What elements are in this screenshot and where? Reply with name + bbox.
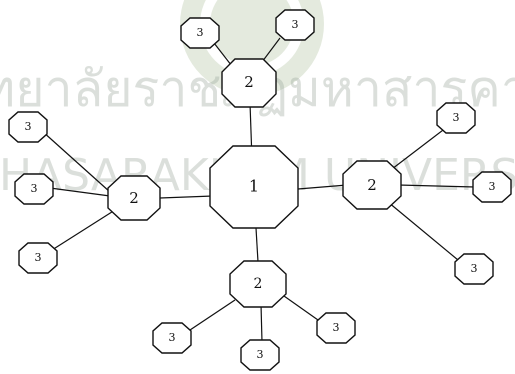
node-level3-bottom-c: 3 bbox=[316, 312, 356, 344]
edge-right-leafb bbox=[397, 184, 476, 188]
node-level3-top-a-label: 3 bbox=[197, 26, 204, 39]
node-level3-right-b-label: 3 bbox=[489, 180, 496, 193]
edge-right-leafa bbox=[391, 126, 448, 170]
node-level3-top-a: 3 bbox=[180, 17, 220, 49]
node-level3-bottom-a: 3 bbox=[152, 322, 192, 354]
node-level3-right-a: 3 bbox=[436, 102, 476, 134]
node-level1-label: 1 bbox=[249, 177, 259, 196]
node-level3-bottom-a-label: 3 bbox=[169, 331, 176, 344]
node-level3-left-a: 3 bbox=[8, 111, 48, 143]
nodes: 1 2 2 2 2 3 3 3 bbox=[8, 9, 512, 371]
node-level3-bottom-b: 3 bbox=[240, 339, 280, 371]
edge-bottom-leafc bbox=[283, 295, 319, 321]
node-level3-top-b-label: 3 bbox=[292, 18, 299, 31]
edge-center-bottom bbox=[255, 227, 259, 263]
edge-left-leafa bbox=[41, 130, 111, 193]
node-level3-right-b: 3 bbox=[472, 171, 512, 203]
node-level2-bottom: 2 bbox=[229, 260, 287, 308]
node-level1-center: 1 bbox=[209, 145, 299, 229]
node-level2-left: 2 bbox=[107, 175, 161, 221]
edge-center-left bbox=[159, 195, 214, 199]
node-level3-left-a-label: 3 bbox=[25, 120, 32, 133]
node-level2-top-label: 2 bbox=[244, 73, 254, 91]
edge-bottom-leafa bbox=[189, 299, 236, 331]
node-level3-right-c: 3 bbox=[454, 253, 494, 285]
node-level2-bottom-label: 2 bbox=[254, 276, 263, 292]
edge-left-leafc bbox=[51, 209, 116, 251]
node-level3-left-b: 3 bbox=[14, 173, 54, 205]
edge-right-leafc bbox=[387, 201, 459, 261]
node-level3-left-c-label: 3 bbox=[35, 251, 42, 264]
edge-center-right bbox=[297, 184, 348, 190]
node-level3-right-a-label: 3 bbox=[453, 111, 460, 124]
edge-bottom-leafb bbox=[260, 303, 263, 343]
node-level2-right: 2 bbox=[342, 160, 402, 210]
node-level3-bottom-b-label: 3 bbox=[257, 348, 264, 361]
node-level3-left-c: 3 bbox=[18, 242, 58, 274]
node-level2-top: 2 bbox=[221, 58, 277, 108]
node-level2-right-label: 2 bbox=[367, 176, 377, 194]
node-level3-left-b-label: 3 bbox=[31, 182, 38, 195]
node-level3-right-c-label: 3 bbox=[471, 262, 478, 275]
node-level3-top-b: 3 bbox=[275, 9, 315, 41]
node-level2-left-label: 2 bbox=[129, 189, 139, 207]
edge-top-leafb bbox=[261, 37, 281, 63]
edge-left-leafb bbox=[49, 187, 111, 197]
node-level3-bottom-c-label: 3 bbox=[333, 321, 340, 334]
